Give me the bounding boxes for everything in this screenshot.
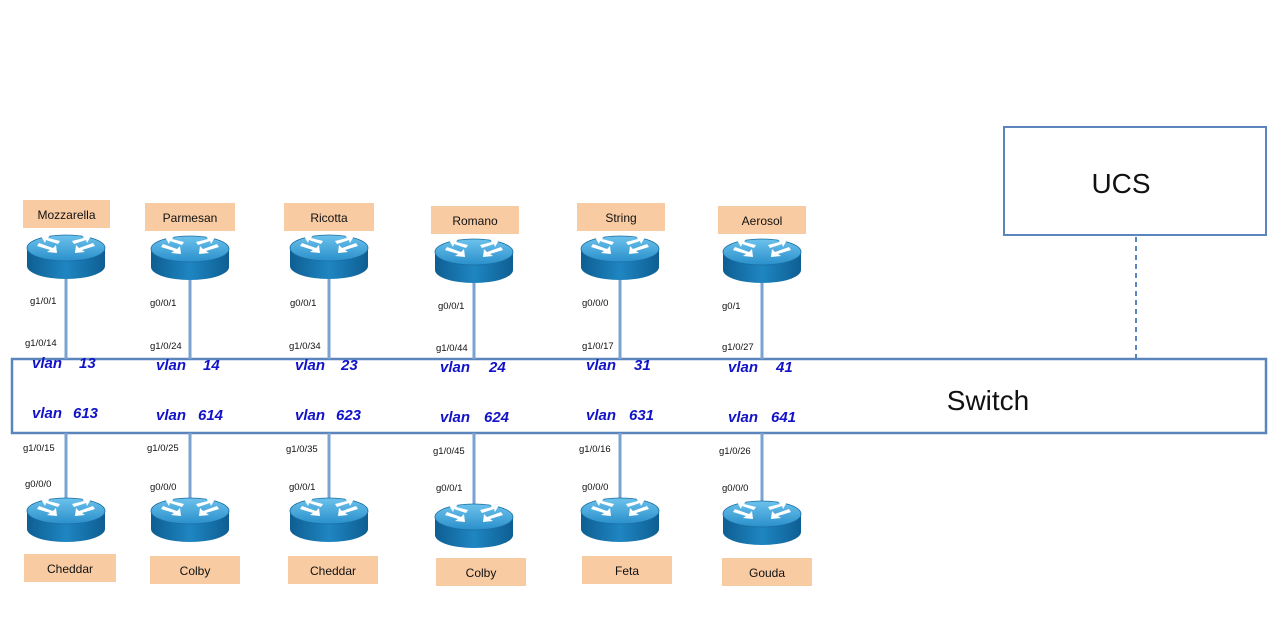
vlan-top-number: 14 <box>203 357 220 374</box>
vlan-top-number: 41 <box>775 359 793 376</box>
bottom-router-name: Feta <box>615 564 639 578</box>
switch-top-port: g1/0/24 <box>150 341 182 352</box>
top-router-port: g0/0/1 <box>438 301 464 312</box>
vlan-bottom-number: 614 <box>198 407 224 424</box>
switch-bottom-port: g1/0/26 <box>719 446 751 457</box>
top-router-label-box <box>145 203 235 231</box>
router-icon <box>150 235 230 281</box>
top-router-name: Romano <box>452 214 498 228</box>
vlan-bottom-word: vlan <box>32 405 62 422</box>
bottom-router-port: g0/0/0 <box>722 483 748 494</box>
top-router-name: String <box>605 211 636 225</box>
router-icon <box>580 235 660 281</box>
vlan-bottom-word: vlan <box>295 407 325 424</box>
top-router-label-box <box>718 206 806 234</box>
bottom-router-port: g0/0/0 <box>582 482 608 493</box>
vlan-top-number: 31 <box>634 357 651 374</box>
switch-top-port: g1/0/14 <box>25 338 57 349</box>
column-1: Mozzarella g1/0/1 g1/0/14 vlan 13 vlan 613 g1/0… <box>23 200 116 582</box>
column-6: Aerosol g0/1 g1/0/27 vlan 41 vlan 641 g1/0/26 g0… <box>718 206 812 586</box>
top-router-port: g0/1 <box>722 301 741 312</box>
vlan-top-word: vlan <box>295 357 325 374</box>
router-icon <box>150 497 230 543</box>
top-router-label-box <box>23 200 110 228</box>
top-router-port: g0/0/0 <box>582 298 608 309</box>
router-icon <box>289 234 369 280</box>
bottom-router-port: g0/0/0 <box>150 482 176 493</box>
vlan-top-word: vlan <box>156 357 186 374</box>
top-router-port: g0/0/1 <box>290 298 316 309</box>
switch-top-port: g1/0/17 <box>582 341 614 352</box>
top-router-port: g1/0/1 <box>30 296 56 307</box>
bottom-router-label-box <box>150 556 240 584</box>
vlan-bottom-number: 641 <box>771 409 796 426</box>
column-2: Parmesan g0/0/1 g1/0/24 vlan 14 vlan 614 g1/0/2… <box>145 203 240 584</box>
bottom-router-name: Colby <box>466 566 497 580</box>
router-icon <box>722 238 802 284</box>
vlan-bottom-word: vlan <box>156 407 186 424</box>
bottom-router-label-box <box>24 554 116 582</box>
bottom-router-port: g0/0/0 <box>25 479 51 490</box>
top-router-port: g0/0/1 <box>150 298 176 309</box>
top-router-label-box <box>431 206 519 234</box>
vlan-top-number: 13 <box>79 355 96 372</box>
top-router-label-box <box>577 203 665 231</box>
router-icon <box>434 503 514 549</box>
vlan-top-word: vlan <box>440 359 470 376</box>
switch-bottom-port: g1/0/35 <box>286 444 318 455</box>
vlan-bottom-word: vlan <box>586 407 616 424</box>
switch-top-port: g1/0/44 <box>436 343 468 354</box>
vlan-bottom-word: vlan <box>728 409 758 426</box>
switch-top-port: g1/0/34 <box>289 341 321 352</box>
bottom-router-label-box <box>436 558 526 586</box>
router-icon <box>26 497 106 543</box>
top-router-label-box <box>284 203 374 231</box>
vlan-bottom-number: 613 <box>73 405 99 422</box>
ucs-label: UCS <box>1091 168 1150 199</box>
vlan-bottom-word: vlan <box>440 409 470 426</box>
bottom-router-label-box <box>582 556 672 584</box>
vlan-top-number: 23 <box>340 357 358 374</box>
router-icon <box>722 500 802 546</box>
switch-bottom-port: g1/0/45 <box>433 446 465 457</box>
switch-box <box>10 357 1268 435</box>
vlan-bottom-number: 624 <box>484 409 510 426</box>
vlan-bottom-number: 631 <box>629 407 654 424</box>
switch-bottom-port: g1/0/15 <box>23 443 55 454</box>
vlan-top-number: 24 <box>488 359 506 376</box>
router-icon <box>580 497 660 543</box>
router-icon <box>26 234 106 280</box>
router-columns: Mozzarella g1/0/1 g1/0/14 vlan 13 vlan 613 g1/0… <box>23 200 812 586</box>
vlan-top-word: vlan <box>728 359 758 376</box>
column-3: Ricotta g0/0/1 g1/0/34 vlan 23 vlan 623 g1/0/35… <box>284 203 378 584</box>
vlan-top-word: vlan <box>586 357 616 374</box>
switch-label: Switch <box>947 385 1029 416</box>
bottom-router-name: Gouda <box>749 566 785 580</box>
bottom-router-label-box <box>288 556 378 584</box>
top-router-name: Mozzarella <box>37 208 95 222</box>
bottom-router-port: g0/0/1 <box>436 483 462 494</box>
top-router-name: Aerosol <box>742 214 783 228</box>
ucs-box <box>1003 126 1267 236</box>
bottom-router-port: g0/0/1 <box>289 482 315 493</box>
vlan-bottom-number: 623 <box>336 407 362 424</box>
switch-bottom-port: g1/0/16 <box>579 444 611 455</box>
vlan-top-word: vlan <box>32 355 62 372</box>
bottom-router-name: Cheddar <box>47 562 93 576</box>
router-icon <box>434 238 514 284</box>
column-5: String g0/0/0 g1/0/17 vlan 31 vlan 631 g1/0/16 g… <box>577 203 672 584</box>
bottom-router-name: Cheddar <box>310 564 356 578</box>
bottom-router-label-box <box>722 558 812 586</box>
top-router-name: Ricotta <box>310 211 348 225</box>
router-icon <box>289 497 369 543</box>
column-4: Romano g0/0/1 g1/0/44 vlan 24 vlan 624 g1/0/45 g… <box>431 206 526 586</box>
switch-bottom-port: g1/0/25 <box>147 443 179 454</box>
top-router-name: Parmesan <box>163 211 218 225</box>
bottom-router-name: Colby <box>180 564 211 578</box>
switch-top-port: g1/0/27 <box>722 342 754 353</box>
